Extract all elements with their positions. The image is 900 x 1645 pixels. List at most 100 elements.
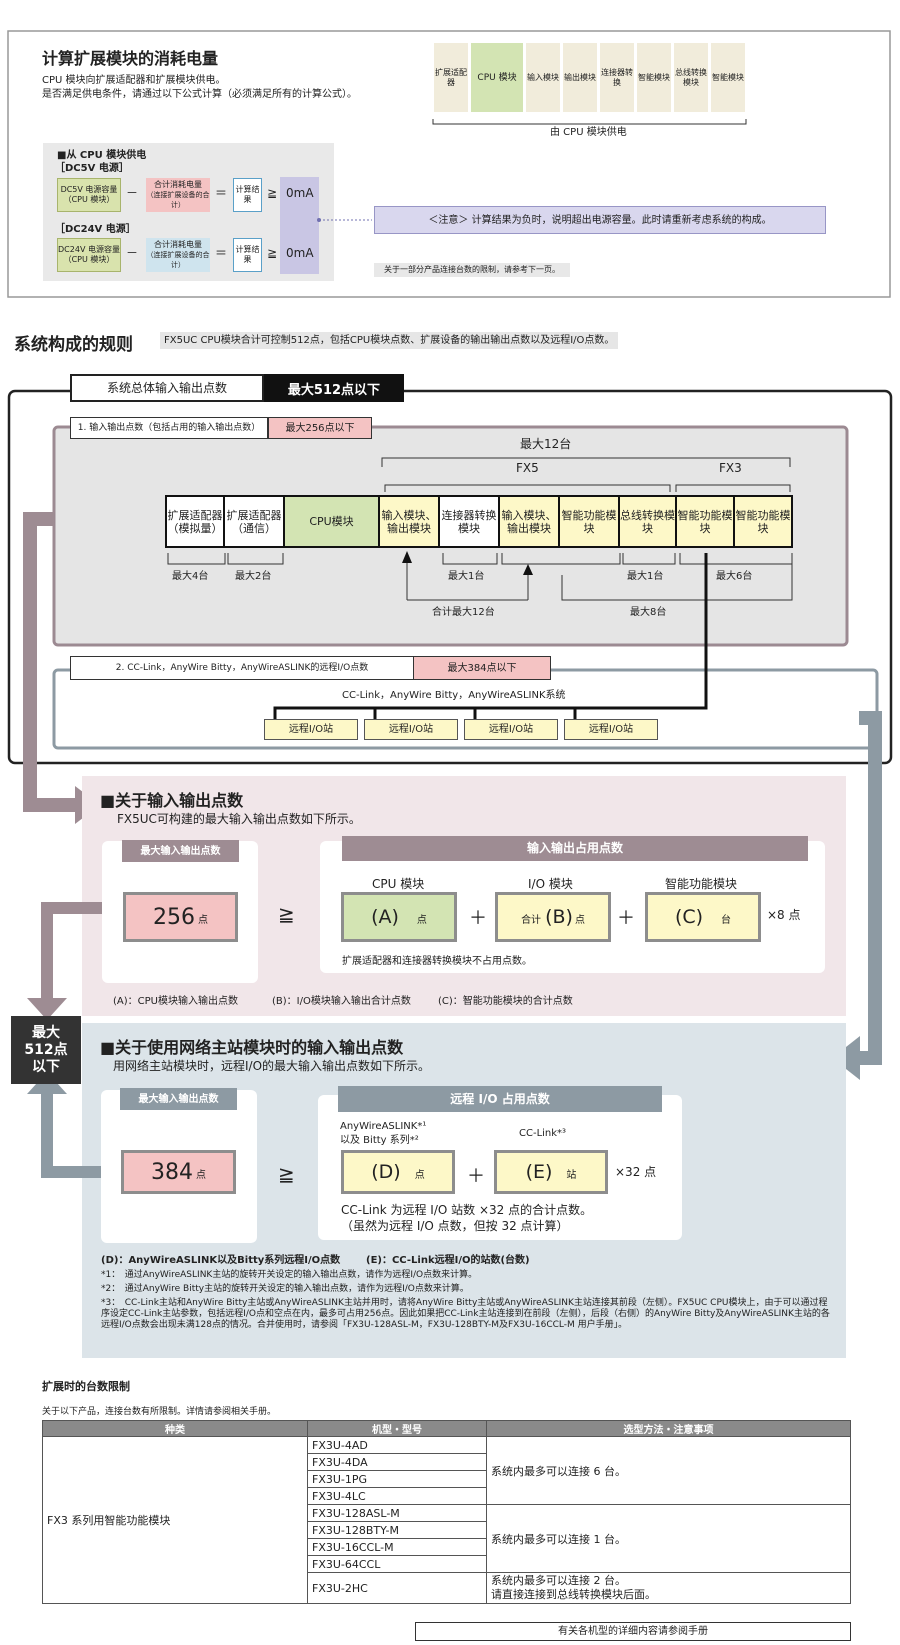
col-intelligent: 智能功能模块 xyxy=(665,877,738,891)
legend-b: (B)：I/O模块输入输出合计点数 xyxy=(272,996,411,1007)
x32-label: ×32 点 xyxy=(615,1165,657,1179)
power-desc-2: 是否满足供电条件，请通过以下公式计算（必须满足所有的计算公式）。 xyxy=(42,89,357,100)
io-occupied-header: 输入输出占用点数 xyxy=(342,836,808,861)
rules-subtitle: FX5UC CPU模块合计可控制512点，包括CPU模块点数、扩展设备的输出输出… xyxy=(160,332,619,349)
io-max-value-box: 256 点 xyxy=(123,892,238,942)
note-line: 系统内最多可以连接 2 台。 xyxy=(491,1574,626,1587)
module-io: 输入模块、输出模块 xyxy=(378,495,440,548)
max12-label: 最大12台 xyxy=(520,437,572,451)
table-row: FX3U-128ASL-M 系统内最多可以连接 1 台。 xyxy=(43,1504,851,1573)
limit-max4: 最大4台 xyxy=(172,571,209,582)
limit-max1: 最大1台 xyxy=(448,571,485,582)
module-ext-adapter-comm: 扩展适配器（通信） xyxy=(223,495,285,548)
no-occupy-note: 扩展适配器和连接器转换模块不占用点数。 xyxy=(342,956,532,967)
equals-sign: ＝ xyxy=(215,186,228,200)
io-title: ■关于输入输出点数 xyxy=(100,791,244,810)
note-cell: 系统内最多可以连接 2 台。 请直接连接到总线转换模块后面。 xyxy=(486,1572,851,1604)
side-max-badge: 最大512点以下 xyxy=(11,1016,81,1084)
limits-table: 种类 机型・型号 选型方法・注意事项 FX3 系列用智能功能模块 FX3U-4A… xyxy=(42,1420,851,1604)
intel-points-c: (C) xyxy=(674,906,704,928)
consumption-box: 合计消耗电量 （连接扩展设备的合计） xyxy=(146,178,210,212)
network-title: ■关于使用网络主站模块时的输入输出点数 xyxy=(100,1038,404,1057)
unit: 站 xyxy=(566,1169,577,1181)
col-cpu: CPU 模块 xyxy=(372,877,425,891)
model-cell: FX3U-4DA xyxy=(307,1453,487,1471)
table-header: 选型方法・注意事项 xyxy=(486,1420,851,1437)
total-label: 合计 xyxy=(521,914,542,926)
consumption-label: 合计消耗电量 xyxy=(154,240,202,249)
fx5-label: FX5 xyxy=(516,461,539,475)
power-bar-module: 输入模块 xyxy=(526,43,560,112)
remote-io-station: 远程I/O站 xyxy=(564,719,658,740)
x8-label: ×8 点 xyxy=(767,908,801,922)
legend-c: (C)：智能功能模块的合计点数 xyxy=(438,996,573,1007)
minus-sign: － xyxy=(126,246,139,260)
table-row: FX3U-16CCL-M xyxy=(43,1538,851,1556)
table-row: FX3 系列用智能功能模块 FX3U-4AD 系统内最多可以连接 6 台。 xyxy=(42,1436,851,1604)
module-bus-converter: 总线转换模块 xyxy=(618,495,677,548)
dc24v-label: ［DC24V 电源］ xyxy=(55,224,136,235)
remote-io-station: 远程I/O站 xyxy=(464,719,558,740)
rules-title: 系统构成的规则 xyxy=(14,335,133,355)
cpu-points-a: (A) xyxy=(371,906,399,928)
model-cell: FX3U-16CCL-M xyxy=(307,1538,487,1556)
unit: 台 xyxy=(721,914,732,926)
footnote-3: *3： CC-Link主站和AnyWire Bitty主站或AnyWireASL… xyxy=(101,1298,830,1330)
consumption-label: 合计消耗电量 xyxy=(154,180,202,189)
model-cell: FX3U-2HC xyxy=(307,1572,487,1604)
sec1-label: 1. 输入输出点数（包括占用的输入输出点数） xyxy=(70,417,268,439)
table-header: 机型・型号 xyxy=(307,1420,487,1437)
footer-manual-ref: 有关各机型的详细内容请参阅手册 xyxy=(415,1622,851,1641)
network-desc: 用网络主站模块时，远程I/O的最大输入输出点数如下所示。 xyxy=(113,1059,431,1073)
dc24v-capacity: DC24V 电源容量（CPU 模块） xyxy=(57,238,121,272)
io-points-b: (B) xyxy=(545,906,573,928)
remote-header: 远程 I/O 占用点数 xyxy=(338,1086,662,1112)
remote-io-station: 远程I/O站 xyxy=(264,719,358,740)
gte-sign: ≧ xyxy=(278,1162,295,1186)
unit: 点 xyxy=(416,914,427,926)
cclink-note-1: CC-Link 为远程 I/O 站数 ×32 点的合计点数。 xyxy=(341,1203,593,1217)
total-io-label: 系统总体输入输出点数 xyxy=(70,374,264,402)
gte-sign: ≧ xyxy=(278,902,295,926)
note-cell: 系统内最多可以连接 1 台。 xyxy=(486,1504,851,1573)
legend-d: (D)：AnyWireASLINK以及Bitty系列远程I/O点数 xyxy=(101,1255,341,1266)
model-cell: FX3U-128ASL-M xyxy=(307,1504,487,1522)
plus-sign: ＋ xyxy=(467,1166,485,1187)
io-max-value: 256 xyxy=(153,904,195,930)
limits-desc: 关于以下产品，连接台数有所限制。详情请参阅相关手册。 xyxy=(42,1407,277,1417)
footnote-2: *2： 通过AnyWire Bitty主站的旋转开关设定的输入输出点数，请作为远… xyxy=(101,1284,469,1294)
module-connector-converter: 连接器转换模块 xyxy=(438,495,500,548)
minus-sign: － xyxy=(126,186,139,200)
power-bar-module: 连接器转换 xyxy=(600,43,634,112)
limit-max8: 最大8台 xyxy=(630,607,667,618)
gte-sign: ≧ xyxy=(267,186,278,200)
legend-a: (A)：CPU模块输入输出点数 xyxy=(113,996,238,1007)
power-bar-caption: 由 CPU 模块供电 xyxy=(550,127,627,138)
model-cell: FX3U-1PG xyxy=(307,1470,487,1488)
anywire-label: AnyWireASLINK*¹ xyxy=(340,1121,427,1132)
table-row: FX3U-1PG xyxy=(43,1470,851,1488)
power-bar-cpu: CPU 模块 xyxy=(471,43,523,112)
col-io: I/O 模块 xyxy=(528,877,573,891)
io-max-header: 最大输入输出点数 xyxy=(122,840,239,862)
sec1-max: 最大256点以下 xyxy=(268,417,372,439)
plus-sign: ＋ xyxy=(617,908,635,929)
table-header: 种类 xyxy=(42,1420,308,1437)
consumption-sub: （连接扩展设备的合计） xyxy=(146,251,210,269)
power-bar-module: 输出模块 xyxy=(563,43,597,112)
calc-result: 计算结果 xyxy=(233,178,262,212)
power-desc-1: CPU 模块向扩展适配器和扩展模块供电。 xyxy=(42,75,226,86)
network-max-header: 最大输入输出点数 xyxy=(120,1088,237,1110)
module-io: 输入模块、输出模块 xyxy=(498,495,560,548)
model-cell: FX3U-4AD xyxy=(307,1436,487,1454)
module-intelligent-fx3: 智能功能模块 xyxy=(733,495,793,548)
network-max-value: 384 xyxy=(151,1159,193,1185)
power-note: ＜注意＞ 计算结果为负时，说明超出电源容量。此时请重新考虑系统的构成。 xyxy=(374,206,826,234)
limits-title: 扩展时的台数限制 xyxy=(42,1380,130,1393)
limit-max2: 最大2台 xyxy=(235,571,272,582)
zero-ma: 0mA xyxy=(286,186,314,200)
zero-ma: 0mA xyxy=(286,246,314,260)
limit-note: 关于一部分产品连接台数的限制，请参考下一页。 xyxy=(374,263,570,277)
cclink-label: CC-Link*³ xyxy=(519,1128,567,1139)
